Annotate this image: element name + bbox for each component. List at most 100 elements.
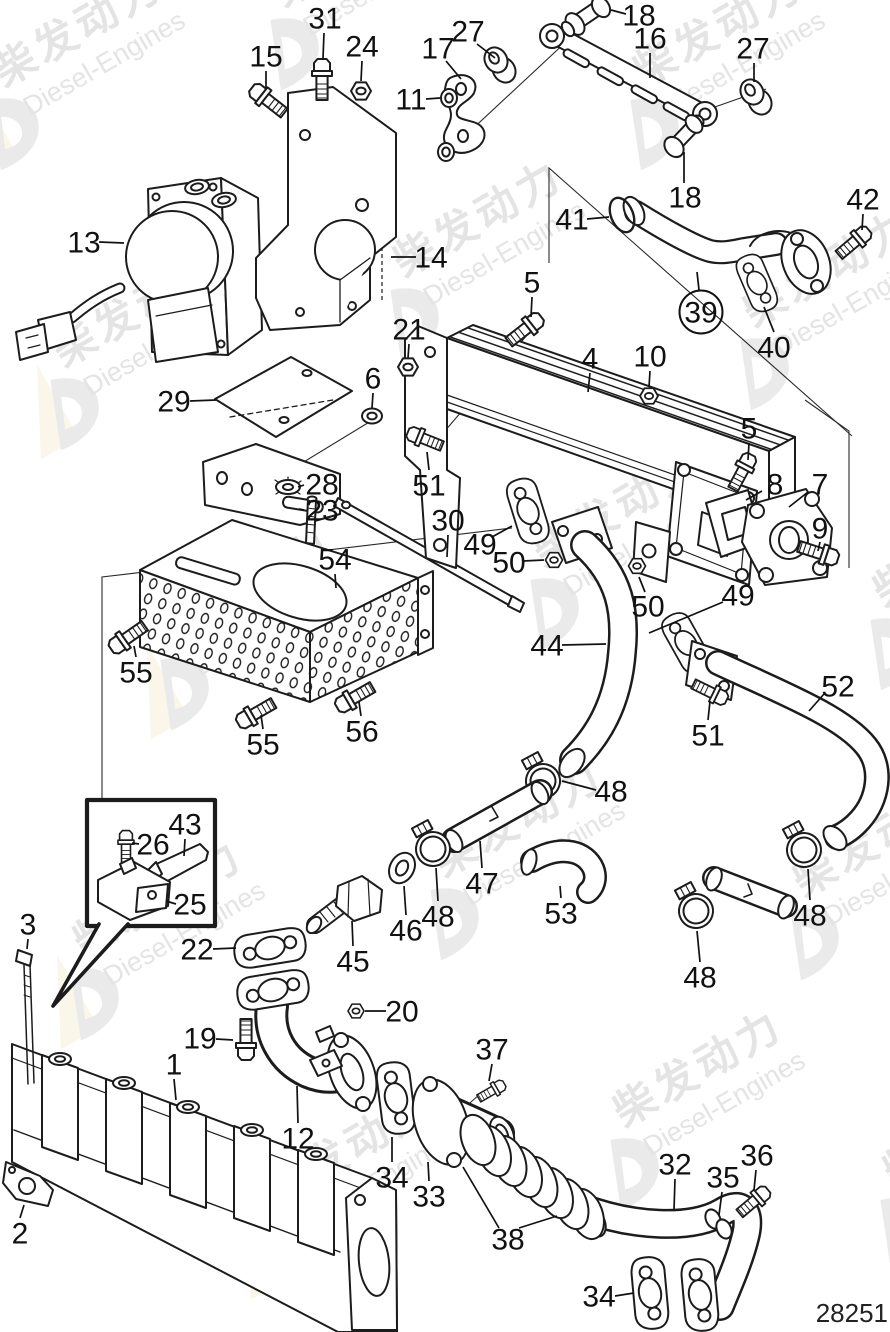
callout-leader-48 (696, 930, 701, 963)
part-46-ring (388, 851, 416, 885)
watermark-logo-icon (0, 98, 39, 171)
callout-leader-55 (133, 645, 137, 658)
callout-leader-11 (425, 97, 441, 100)
callout-leader-56 (358, 701, 362, 717)
part-12-elbow-pipe (231, 960, 378, 1112)
callout-leader-40 (763, 306, 775, 333)
callout-label-20: 20 (385, 996, 418, 1029)
callout-label-12: 12 (281, 1123, 314, 1156)
callout-label-39: 39 (684, 297, 717, 330)
callout-leader-29 (189, 399, 217, 402)
part-2-gasket (2, 1161, 54, 1207)
callout-leader-37 (488, 1063, 493, 1082)
part-35-bushing (704, 1208, 733, 1240)
watermark-logo-icon (430, 888, 479, 961)
drawing-number: 28251 (816, 1298, 888, 1328)
callout-leader-51 (707, 700, 711, 721)
callout-label-28: 28 (305, 469, 338, 502)
watermark-cn-text: 柴发动力 (875, 1061, 890, 1196)
callout-label-10: 10 (633, 341, 666, 374)
watermark-logo-icon (610, 1138, 659, 1211)
callout-leader-39 (696, 271, 700, 291)
callout-leader-3 (26, 938, 29, 950)
callout-leader-23 (298, 508, 305, 511)
part-52-hose-sleeve (702, 866, 798, 920)
callout-leader-38 (462, 1166, 500, 1229)
watermark-logo-icon (270, 18, 319, 91)
callout-label-54: 54 (318, 544, 351, 577)
callout-leader-21 (407, 343, 410, 359)
callout-leader-46 (403, 885, 407, 916)
callout-label-18: 18 (668, 182, 701, 215)
callout-leader-55 (260, 714, 264, 730)
callout-leader-44 (561, 643, 607, 646)
callout-label-24: 24 (345, 31, 378, 64)
part-11-ring-a (440, 88, 458, 108)
part-32-pipe (565, 1192, 763, 1321)
callout-label-36: 36 (740, 1140, 773, 1173)
callout-label-44: 44 (530, 630, 563, 663)
callout-label-41: 41 (555, 204, 588, 237)
callout-label-13: 13 (67, 227, 100, 260)
part-23-stud (305, 495, 318, 545)
watermark-logo-icon (50, 378, 99, 451)
part-50-nut-a (544, 551, 564, 569)
callout-leader-6 (371, 392, 374, 409)
callout-label-9: 9 (812, 513, 829, 546)
callout-label-43: 43 (168, 809, 201, 842)
callout-label-55: 55 (119, 657, 152, 690)
watermark-logo-icon (790, 908, 839, 981)
part-16-link (539, 23, 718, 127)
callout-leader-26 (131, 842, 140, 845)
part-38-bellows (459, 1113, 607, 1241)
callout-label-45: 45 (336, 946, 369, 979)
callout-label-8: 8 (767, 469, 784, 502)
callout-leader-32 (673, 1178, 676, 1211)
callout-label-14: 14 (414, 242, 447, 275)
callout-label-37: 37 (475, 1034, 508, 1067)
part-20-nut (347, 1003, 365, 1019)
part-11-ring-b (437, 142, 455, 162)
callout-label-7: 7 (812, 469, 829, 502)
callout-leader-48 (807, 868, 811, 901)
callout-label-47: 47 (465, 868, 498, 901)
callout-label-34: 34 (375, 1162, 408, 1195)
watermark-logo-icon (870, 618, 890, 691)
callout-leader-42 (861, 213, 864, 231)
callout-leader-25 (165, 900, 177, 905)
callout-label-49: 49 (721, 580, 754, 613)
part-39-pipe (622, 195, 832, 295)
callout-leader-22 (212, 947, 237, 950)
callout-label-50: 50 (492, 547, 525, 580)
callout-leader-19 (215, 1038, 234, 1041)
callout-label-27: 27 (451, 16, 484, 49)
callout-leader-47 (479, 840, 483, 869)
part-10-nut (639, 387, 659, 405)
callout-leader-54 (334, 573, 337, 589)
callout-leader-13 (98, 241, 125, 244)
part-24-nut (350, 81, 372, 101)
callout-leader-7 (788, 491, 809, 508)
callout-leader-10 (648, 370, 651, 388)
callout-label-48: 48 (421, 901, 454, 934)
part-27-bushing-a (483, 46, 517, 84)
callout-label-25: 25 (173, 889, 206, 922)
part-41-oring (608, 196, 636, 234)
callout-label-26: 26 (136, 829, 169, 862)
part-50-nut-b (627, 557, 647, 575)
callout-leader-36 (753, 1169, 757, 1191)
callout-leader-30 (446, 534, 449, 558)
callout-label-3: 3 (20, 909, 37, 942)
callout-label-38: 38 (491, 1224, 524, 1257)
callout-leader-43 (183, 838, 186, 857)
part-25-sensor (97, 857, 171, 921)
callout-leader-50 (522, 559, 545, 562)
watermark-logo-icon (160, 658, 209, 731)
callout-label-15: 15 (249, 41, 282, 74)
callout-label-48: 48 (793, 900, 826, 933)
part-53-elbow-hose (520, 839, 607, 904)
callout-label-18: 18 (622, 0, 655, 33)
